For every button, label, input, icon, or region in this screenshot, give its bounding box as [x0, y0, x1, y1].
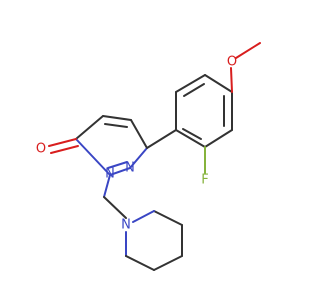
atom-nitrogen-pyridazine-2: N [125, 161, 135, 176]
bond-aryl-5 [204, 129, 233, 148]
bond-c6-o-carbonyl [48, 138, 77, 147]
bond-n2-n1-double [107, 161, 128, 169]
bond-aryl-double-1 [183, 83, 205, 97]
bond-ch2-n-piperidine [103, 196, 127, 219]
bond-c5-c4-double [104, 123, 128, 128]
bond-aryl-6 [175, 129, 206, 148]
bond-n1-ch2 [103, 174, 111, 198]
phenyl-ring [146, 74, 233, 149]
bond-piperidine-c1-c2 [125, 255, 155, 271]
bond-c5-c4 [102, 115, 132, 121]
bond-piperidine-c5-n [132, 210, 155, 223]
bond-aryl-2 [175, 74, 206, 93]
bond-piperidine-c4-c5 [153, 210, 183, 226]
bond-aryl-methoxy-o [230, 67, 233, 93]
bond-c6-o-carbonyl-double [50, 145, 79, 154]
bond-aryl-3 [204, 74, 233, 93]
atom-fluorine: F [201, 173, 208, 188]
piperidine-ring [125, 210, 183, 271]
pyridazinone-ring [48, 115, 148, 176]
bond-c3-aryl [146, 129, 177, 149]
bond-c3-n2 [129, 147, 148, 169]
bond-c4-c3 [130, 119, 148, 149]
bond-n1-c6 [75, 138, 111, 176]
bond-aryl-double-3 [182, 128, 202, 140]
bond-n2-n1 [109, 167, 131, 176]
atom-nitrogen-pyridazine-1: N [105, 167, 115, 182]
molecule-structure: O N N N O F [35, 42, 261, 271]
atom-oxygen-methoxy: O [227, 55, 237, 70]
bond-piperidine-c2-c3 [153, 255, 183, 271]
atom-labels: O N N N O F [36, 55, 237, 233]
atom-nitrogen-piperidine: N [121, 218, 131, 233]
bond-methoxy-o-c [235, 42, 261, 59]
bond-c6-c5 [75, 115, 104, 140]
atom-oxygen-carbonyl: O [36, 142, 46, 157]
substituents [103, 42, 261, 219]
